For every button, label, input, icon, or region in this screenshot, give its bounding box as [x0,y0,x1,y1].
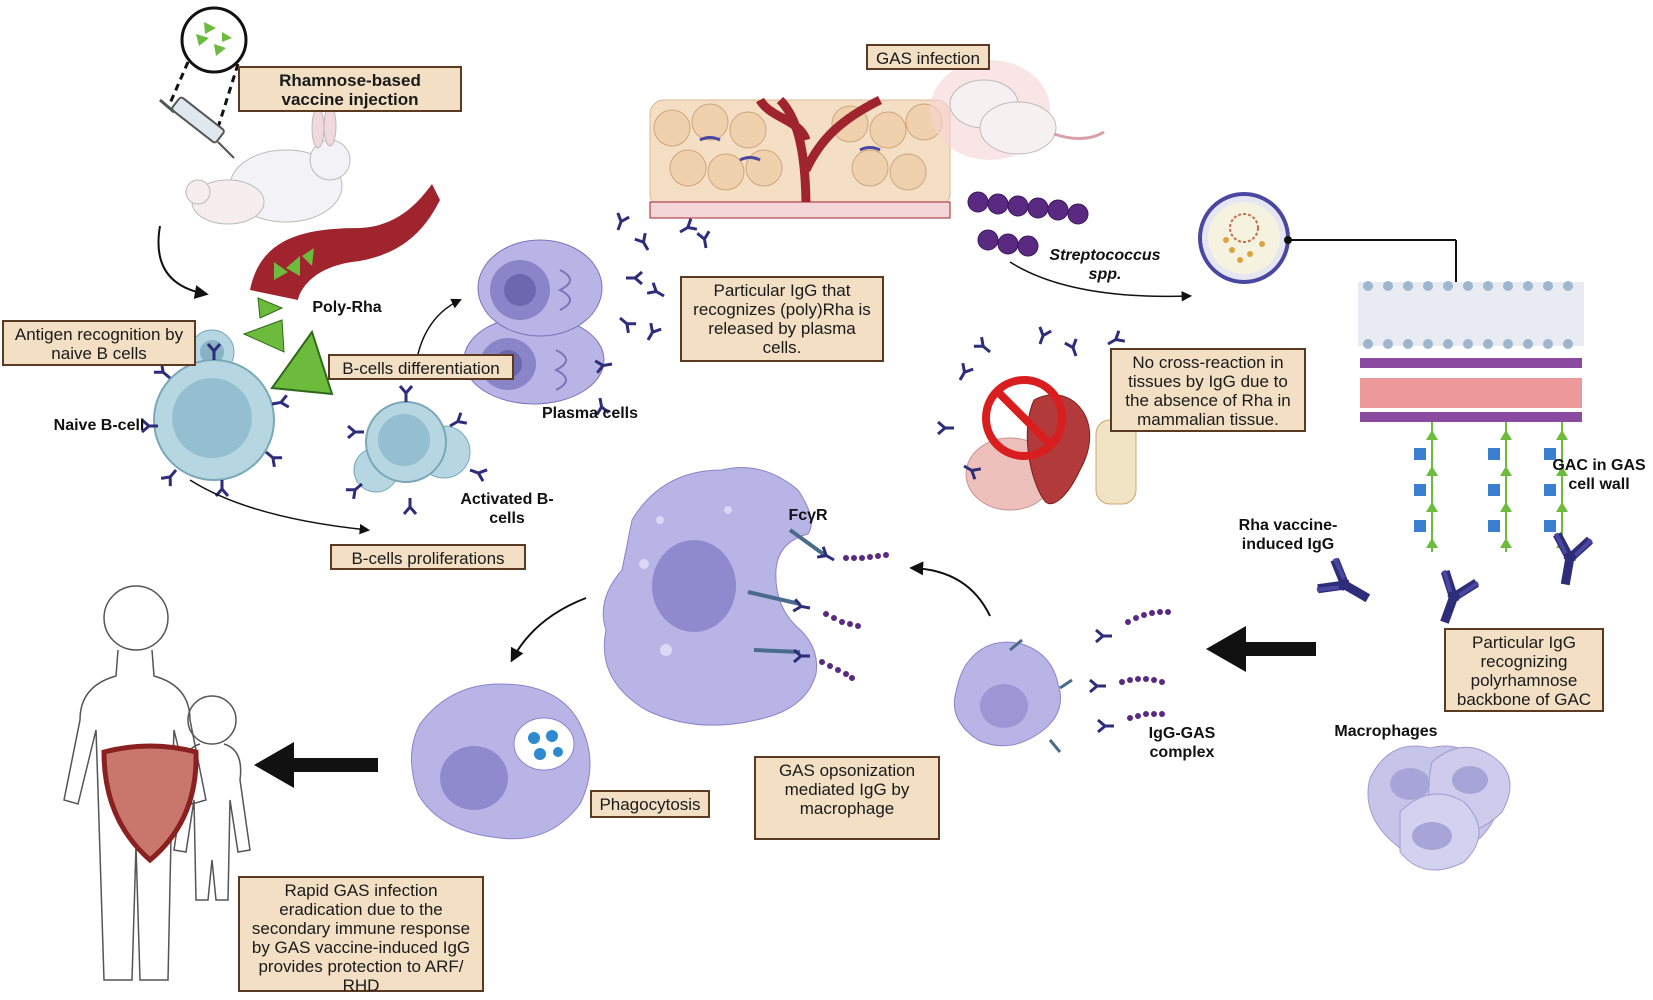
streptococcus-label: Streptococcus spp. [1049,247,1161,283]
streptococcus-chain-icon [967,191,1089,257]
small-macrophage [953,638,1073,753]
gas-cell-wall-icon [1358,281,1584,422]
particular-igg-backbone-box: Particular IgG recognizing polyrhamnose … [1444,628,1604,712]
naive-b-cell [140,342,291,498]
b-cells-proliferations-box: B-cells proliferations [330,544,526,570]
phagocytosing-macrophage [410,683,591,840]
macrophages-label: Macrophages [1334,723,1438,740]
macrophages-cluster-icon [1367,745,1511,871]
plasma-cells-label: Plasma cells [541,405,639,422]
poly-rha-label: Poly-Rha [312,299,382,316]
rapid-eradication-box: Rapid GAS infection eradication due to t… [238,876,484,995]
big-black-arrow-left [254,742,378,788]
gas-infection-box: GAS infection [866,44,990,70]
arrow-to-b-cells-proliferations [189,479,371,535]
igg-gas-complex-label: IgG-GAS complex [1148,725,1216,761]
phagocytosis-box: Phagocytosis [590,790,710,818]
arrow-to-gas-cell [1009,261,1193,302]
no-cross-reaction-box: No cross-reaction in tissues by IgG due … [1110,348,1306,432]
large-macrophage [602,467,889,726]
vaccine-magnifier-icon [166,6,248,135]
activated-b-cells-label: Activated B- cells [460,491,554,527]
no-cross-reaction-icon [982,376,1066,460]
arrow-to-phagocytosis [510,597,587,663]
mice-icon [930,60,1105,160]
shield-icon [101,743,199,864]
mouse-icon [185,179,265,225]
particular-igg-released-box: Particular IgG that recognizes (poly)Rha… [680,276,884,362]
activated-b-cells [344,384,489,516]
gac-chains-icon [1414,422,1568,552]
gas-cell-icon [1198,192,1457,284]
syringe-icon [159,96,235,159]
vaccine-injection-box: Rhamnose-based vaccine injection [238,66,462,112]
igg-gas-complexes [1088,609,1171,734]
arrow-to-fcyr [909,561,991,617]
antigen-recognition-box: Antigen recognition by naive B cells [2,320,196,366]
gas-opsonization-box: GAS opsonization mediated IgG by macroph… [754,756,940,840]
arrow-to-antigen-recognition [157,225,209,299]
tissue-icon [649,95,951,219]
rha-vaccine-igg-label: Rha vaccine- induced IgG [1238,517,1338,553]
naive-b-cell-label: Naive B-cell [53,417,145,434]
big-black-arrow-right [1206,626,1316,672]
tissue-organs-icon [965,394,1137,511]
gac-in-gas-cell-wall-label: GAC in GAS cell wall [1552,457,1646,493]
b-cells-differentiation-box: B-cells differentiation [328,354,514,380]
rhamnose-triangle-icons [242,248,334,396]
fcyr-label: FcγR [788,507,828,524]
rha-vaccine-igg-icons [1317,534,1591,625]
